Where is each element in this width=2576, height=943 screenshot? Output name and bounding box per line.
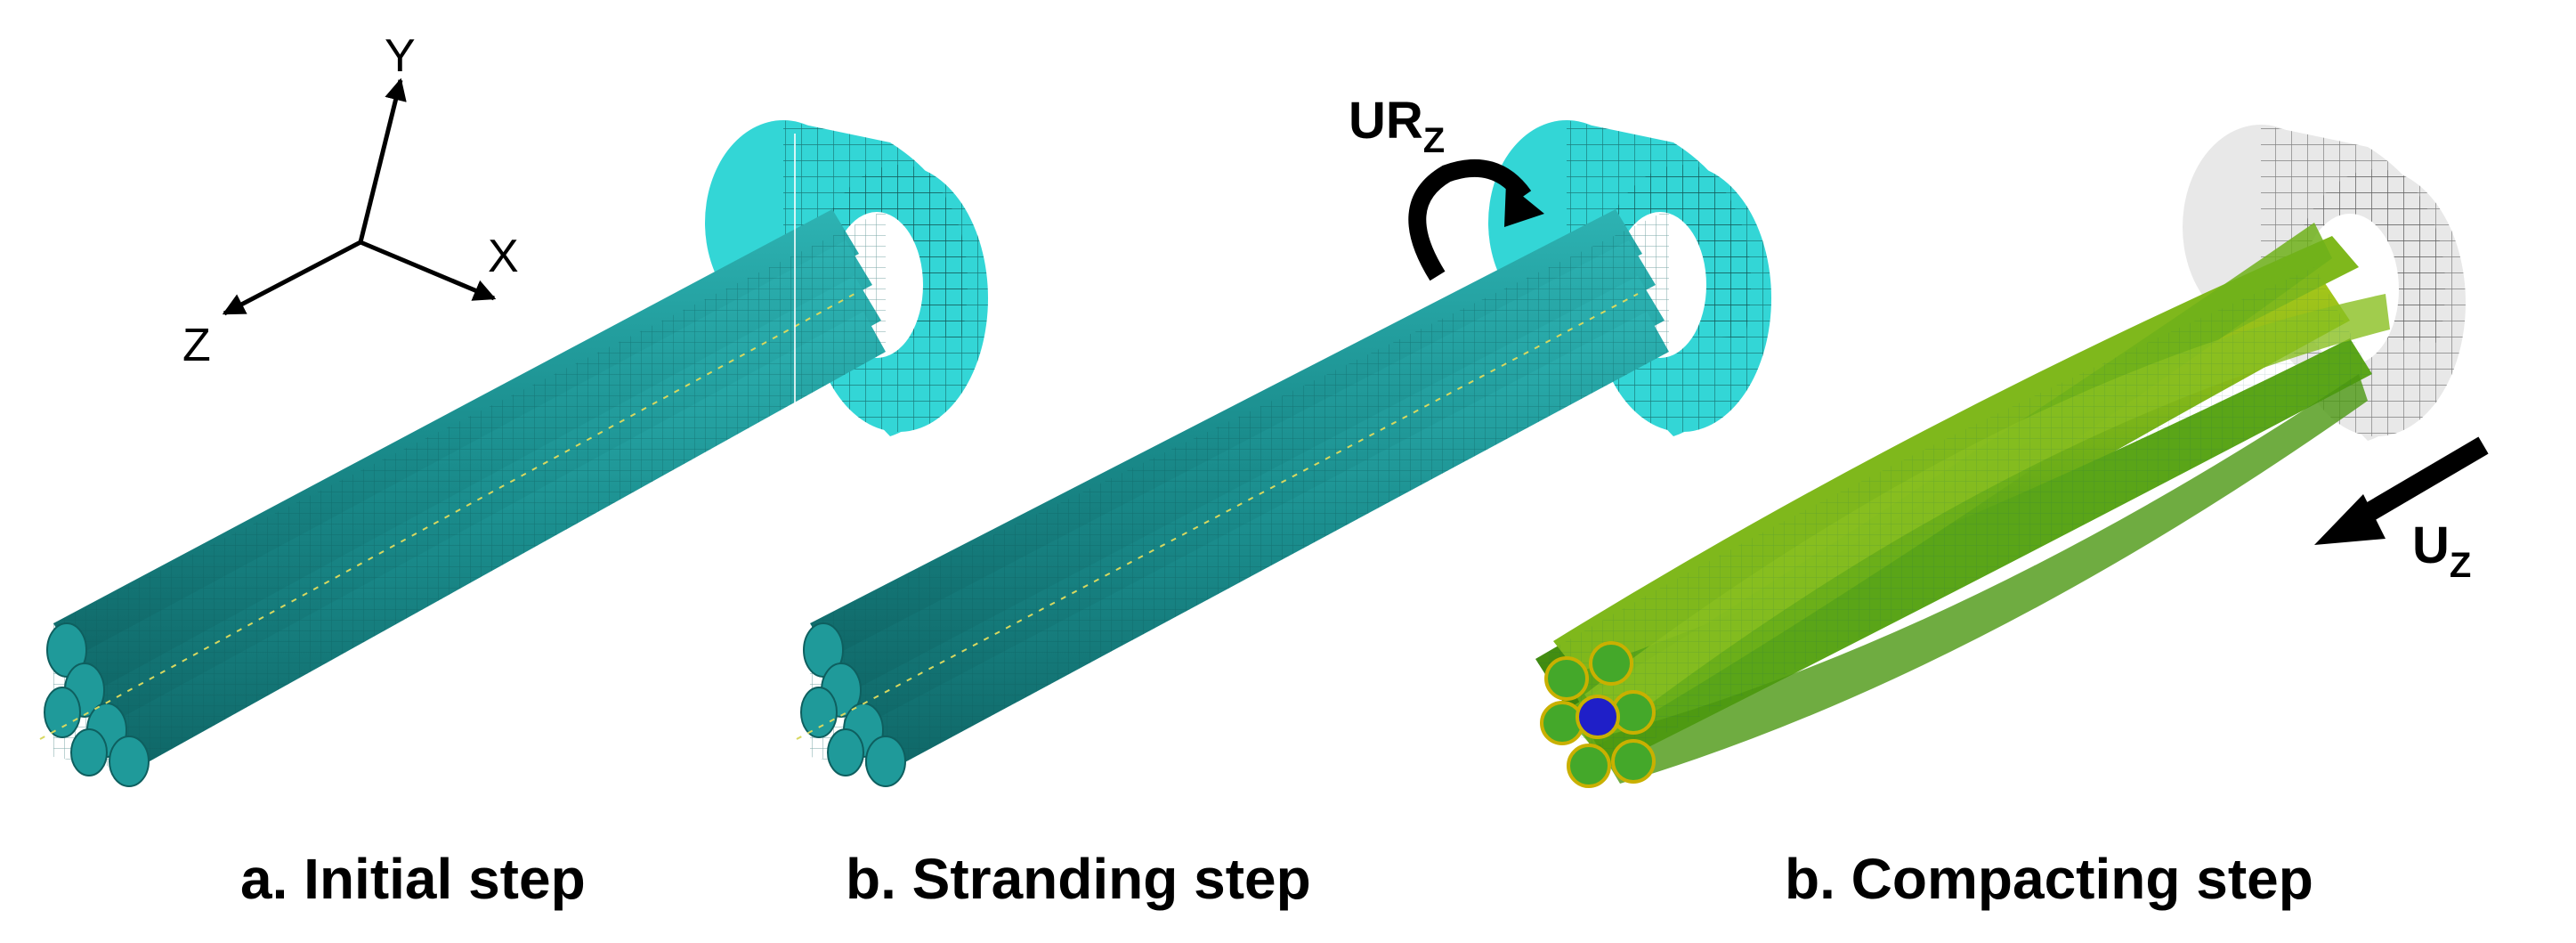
displacement-subscript: Z: [2450, 546, 2471, 585]
caption-stranding-step: b. Stranding step: [846, 847, 1311, 911]
y-axis-label: Y: [385, 30, 416, 82]
rotation-symbol: UR: [1349, 92, 1423, 150]
rotation-load-label: URZ: [1349, 92, 1445, 160]
strand-end-faces: [1540, 641, 1656, 788]
axis-triad: Y X Z: [182, 30, 519, 371]
x-axis-arrow: [360, 240, 497, 301]
x-axis-label: X: [488, 231, 519, 282]
rod-bundle: [796, 209, 1669, 787]
displacement-load-label: UZ: [2412, 516, 2471, 585]
y-axis-arrow: [358, 77, 407, 243]
rod-bundle: [39, 209, 886, 787]
z-axis-arrow: [222, 240, 362, 316]
panel-stranding-model: URZ: [796, 92, 1771, 787]
z-axis-label: Z: [182, 320, 211, 371]
caption-compacting-step: b. Compacting step: [1785, 847, 2313, 911]
panel-compacting-model: UZ: [1535, 125, 2489, 788]
rotation-subscript: Z: [1423, 121, 1445, 160]
stranded-wire: [1535, 223, 2390, 788]
caption-initial-step: a. Initial step: [240, 847, 586, 911]
panel-initial-model: [39, 120, 988, 787]
displacement-arrow: [2314, 436, 2489, 545]
displacement-symbol: U: [2412, 516, 2450, 574]
rotation-arrow: [1408, 159, 1544, 281]
core-wire-end: [1576, 695, 1620, 739]
